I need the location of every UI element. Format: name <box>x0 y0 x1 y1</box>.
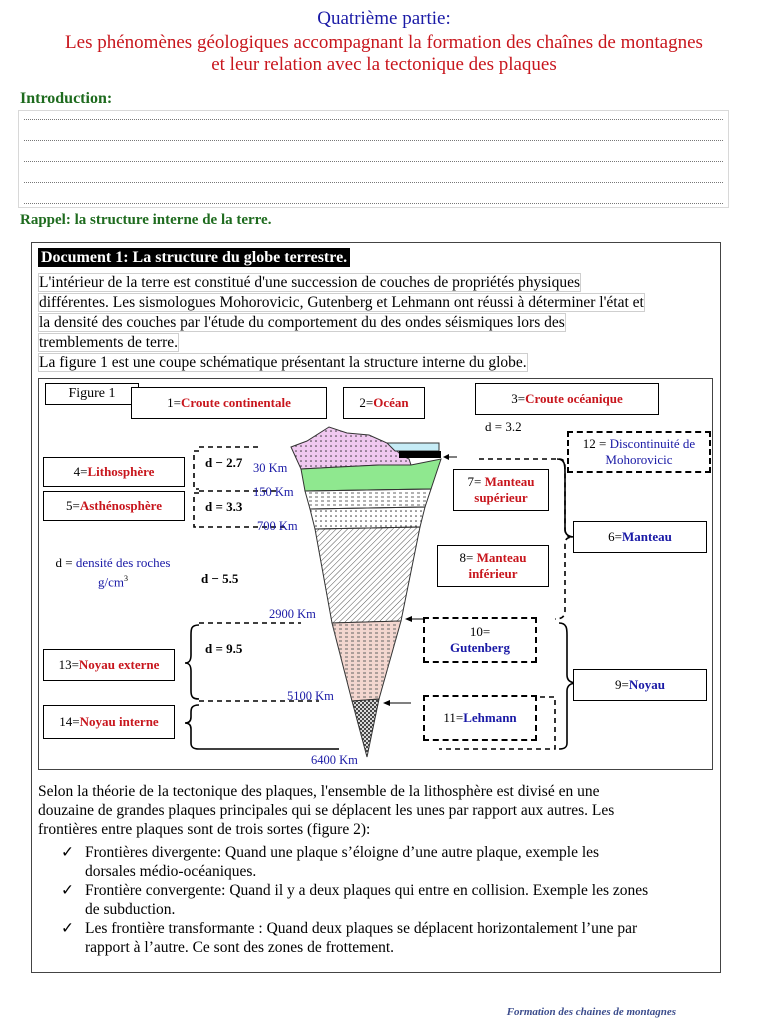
document-1-paragraph: L'intérieur de la terre est constitué d'… <box>38 273 713 373</box>
title-line-2: et leur relation avec la tectonique des … <box>211 54 557 75</box>
density-asthenosphere: d = 3.3 <box>205 499 243 514</box>
label-lehmann: 11= Lehmann <box>423 695 537 741</box>
boundary-types-list: ✓Frontières divergente: Quand une plaque… <box>38 843 713 957</box>
density-mantle: d − 5.5 <box>201 571 239 586</box>
earth-cross-section-diagram <box>184 426 578 758</box>
label-gutenberg: 10=Gutenberg <box>423 617 537 663</box>
depth-6400: 6400 Km <box>311 753 358 767</box>
depth-150: 150 Km <box>253 485 294 499</box>
label-croute-oceanique: 3= Croute océanique <box>475 383 659 415</box>
introduction-heading: Introduction: <box>20 90 113 107</box>
figure-label: Figure 1 <box>45 383 139 405</box>
label-noyau-interne: 14= Noyau interne <box>43 705 175 739</box>
para-line: Selon la théorie de la tectonique des pl… <box>38 783 600 800</box>
checkmark-icon: ✓ <box>61 882 74 899</box>
document-1-title: Document 1: La structure du globe terres… <box>38 248 351 267</box>
dotted-line <box>24 119 723 120</box>
document-1-frame <box>31 242 721 973</box>
list-item: ✓Les frontière transformante : Quand deu… <box>61 920 638 956</box>
para-line: différentes. Les sismologues Mohorovicic… <box>38 293 645 312</box>
part-title: Quatrième partie: <box>317 8 451 29</box>
figure-1: Figure 1 1= Croute continentale 2= Océan… <box>38 378 713 770</box>
title-line-1: Les phénomènes géologiques accompagnant … <box>65 32 703 53</box>
dotted-line <box>24 161 723 162</box>
checkmark-icon: ✓ <box>61 920 74 937</box>
label-croute-continentale: 1= Croute continentale <box>131 387 327 419</box>
para-line: L'intérieur de la terre est constitué d'… <box>38 273 582 292</box>
introduction-answer-area <box>18 110 729 208</box>
dotted-line <box>24 203 723 204</box>
density-ocean: d = 3.2 <box>485 419 522 434</box>
checkmark-icon: ✓ <box>61 844 74 861</box>
rappel-heading: Rappel: la structure interne de la terre… <box>20 212 272 228</box>
label-noyau: 9= Noyau <box>573 669 707 701</box>
list-item: ✓Frontières divergente: Quand une plaque… <box>61 844 600 880</box>
label-lithosphere: 4= Lithosphère <box>43 457 185 487</box>
dotted-line <box>24 182 723 183</box>
label-noyau-externe: 13= Noyau externe <box>43 649 175 681</box>
depth-700: 700 Km <box>257 519 298 533</box>
tectonics-paragraph: Selon la théorie de la tectonique des pl… <box>38 782 713 957</box>
label-ocean: 2= Océan <box>343 387 425 419</box>
label-manteau: 6= Manteau <box>573 521 707 553</box>
para-line: tremblements de terre. <box>38 333 180 352</box>
para-line: frontières entre plaques sont de trois s… <box>38 821 371 838</box>
para-line: la densité des couches par l'étude du co… <box>38 313 566 332</box>
list-item: ✓Frontière convergente: Quand il y a deu… <box>61 882 649 918</box>
depth-2900: 2900 Km <box>269 607 316 621</box>
depth-5100: 5100 Km <box>287 689 334 703</box>
dotted-line <box>24 140 723 141</box>
density-lithosphere: d − 2.7 <box>205 455 243 470</box>
label-asthenosphere: 5= Asthénosphère <box>43 491 185 521</box>
page-title: Les phénomènes géologiques accompagnant … <box>0 32 768 76</box>
para-line: La figure 1 est une coupe schématique pr… <box>38 353 528 372</box>
page-footer: Formation des chaines de montagnes <box>506 1006 676 1018</box>
para-line: douzaine de grandes plaques principales … <box>38 802 615 819</box>
depth-30: 30 Km <box>253 461 288 475</box>
density-core: d = 9.5 <box>205 641 243 656</box>
